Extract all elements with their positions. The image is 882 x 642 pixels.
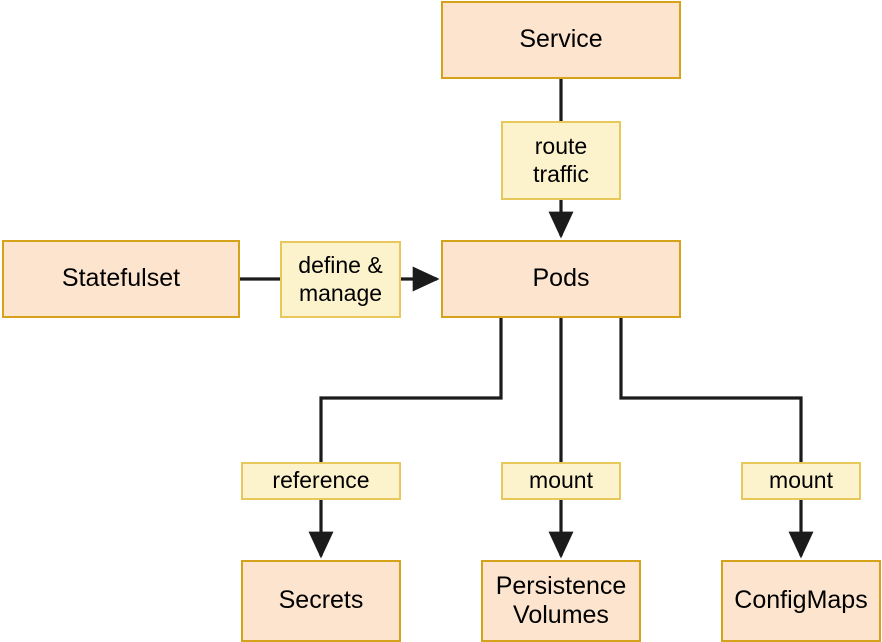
node-secrets[interactable]: Secrets bbox=[241, 560, 401, 642]
node-service[interactable]: Service bbox=[441, 1, 681, 79]
node-statefulset[interactable]: Statefulset bbox=[2, 240, 240, 318]
edge-label-define-manage[interactable]: define & manage bbox=[280, 241, 401, 318]
node-configmaps[interactable]: ConfigMaps bbox=[721, 560, 881, 642]
edge-pods-to-mount-configmaps bbox=[619, 318, 803, 462]
edge-label-reference[interactable]: reference bbox=[241, 462, 401, 500]
edge-label-route-traffic[interactable]: route traffic bbox=[501, 121, 621, 200]
edge-pods-to-reference bbox=[319, 318, 503, 462]
edge-label-mount-configmaps[interactable]: mount bbox=[741, 462, 861, 500]
node-pods[interactable]: Pods bbox=[441, 240, 681, 318]
edge-label-mount-volumes[interactable]: mount bbox=[501, 462, 621, 500]
node-persistence-volumes[interactable]: Persistence Volumes bbox=[481, 560, 641, 642]
